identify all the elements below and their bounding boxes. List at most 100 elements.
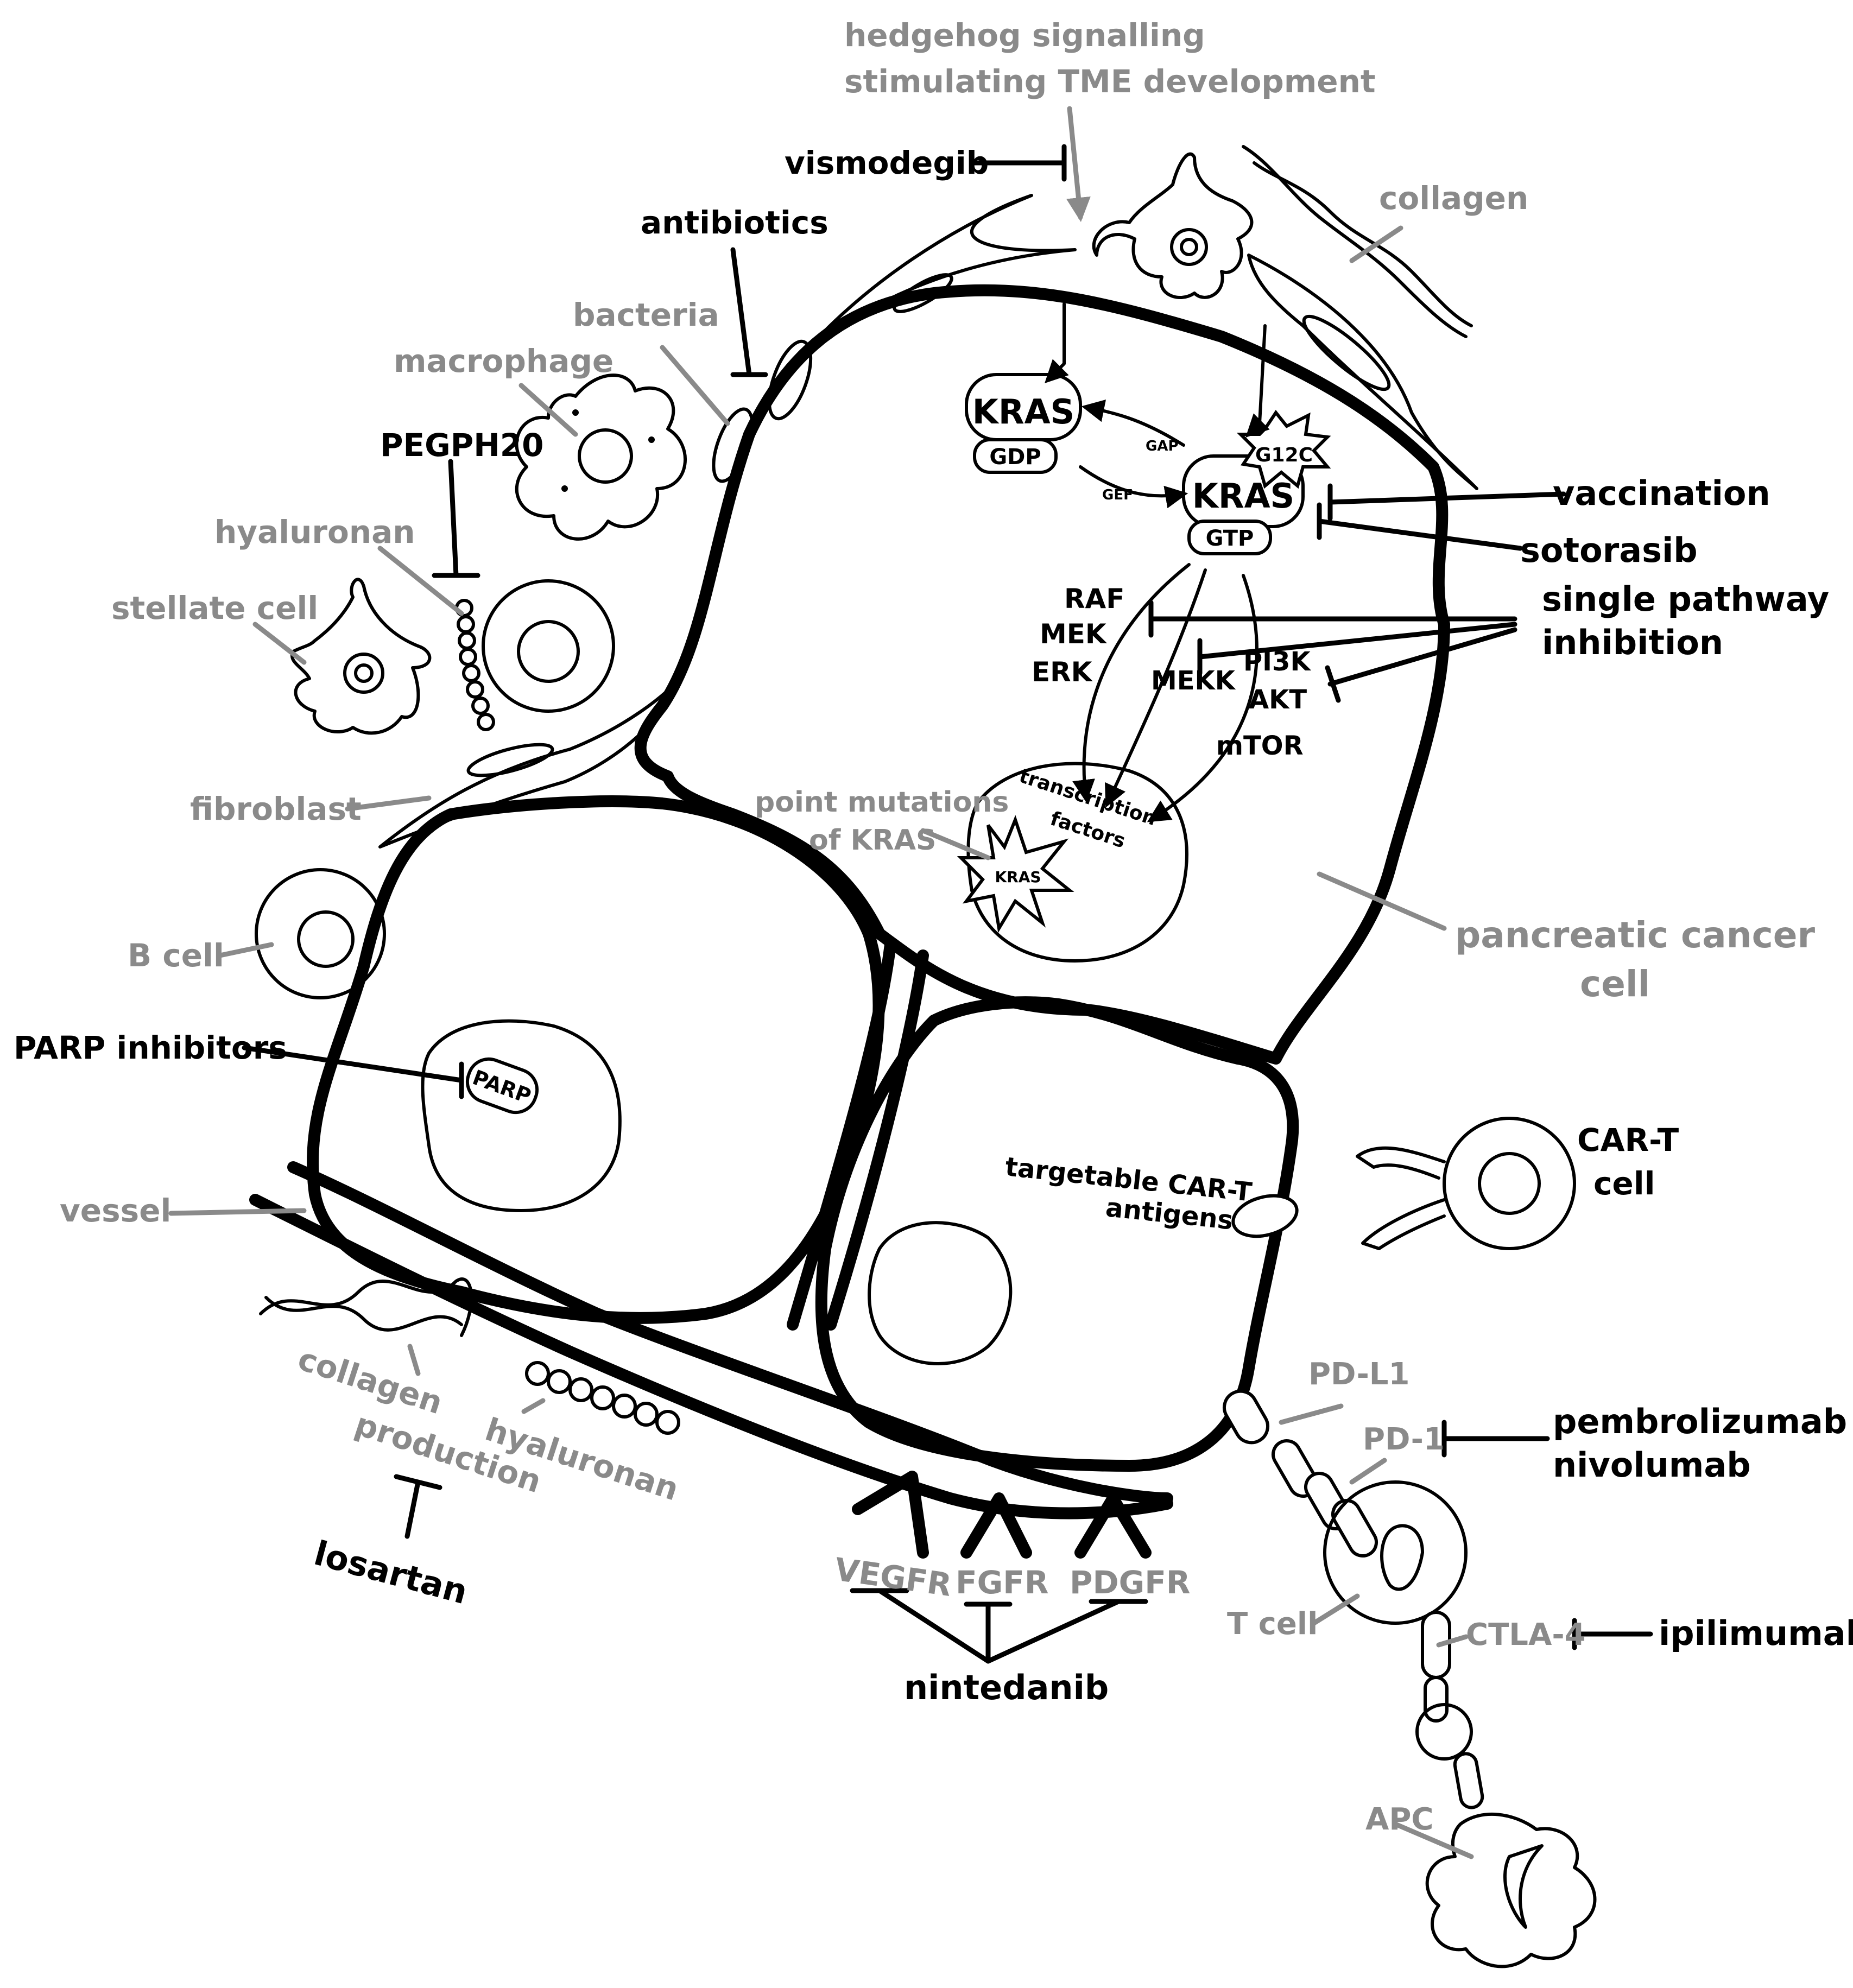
pdgfr-label: PDGFR xyxy=(1070,1564,1191,1601)
vessel-wall-inner xyxy=(287,1161,1173,1504)
apc-label: APC xyxy=(1365,1802,1433,1837)
car-t-antigen-shape xyxy=(1231,1194,1299,1238)
single-pathway-inhibition-raf xyxy=(1148,600,1517,638)
apc-shape xyxy=(1425,1812,1597,1968)
transcription-nucleus xyxy=(966,762,1188,963)
single-pathway-label-2[interactable]: inhibition xyxy=(1542,623,1723,662)
left-fibroblast-nucleus xyxy=(466,743,554,777)
pegph20-label[interactable]: PEGPH20 xyxy=(380,427,544,464)
stellate-cell-leader xyxy=(252,622,307,665)
car-t-label-2: cell xyxy=(1593,1165,1655,1202)
pi3k-pathway-arrow xyxy=(1147,574,1258,822)
g12c-label: G12C xyxy=(1255,444,1313,466)
pd-1-label: PD-1 xyxy=(1363,1422,1445,1457)
sotorasib-inhibition xyxy=(1317,502,1523,551)
vegfr-receptor-marks xyxy=(852,1471,929,1559)
right-fibroblast-nucleus xyxy=(1302,314,1391,391)
raf-pathway-arrow xyxy=(1072,563,1191,803)
bacteria-shape-2 xyxy=(712,407,754,483)
hedgehog-label-1: hedgehog signalling xyxy=(844,17,1205,54)
top-stellate-cell xyxy=(1092,152,1254,300)
b-cell-leader xyxy=(217,942,274,958)
parp-nucleus xyxy=(421,1019,622,1212)
vismodegib-label[interactable]: vismodegib xyxy=(785,144,989,181)
collagen-bottom-leader xyxy=(407,1344,421,1376)
hyaluronan-top-label: hyaluronan xyxy=(214,514,415,550)
mekk-pathway-arrow xyxy=(1105,568,1207,808)
mek-label: MEK xyxy=(1040,618,1108,650)
vaccination-inhibition xyxy=(1327,483,1566,521)
gap-arrow xyxy=(1081,399,1185,447)
parp-inhibition xyxy=(242,1045,464,1099)
kras-small-label: KRAS xyxy=(995,868,1041,886)
nivolumab-label[interactable]: nivolumab xyxy=(1553,1445,1751,1485)
hedgehog-leader xyxy=(1066,106,1091,222)
macrophage-shape xyxy=(515,373,687,541)
stellate-cell-label: stellate cell xyxy=(111,590,318,626)
pancreatic-cancer-leader xyxy=(1317,871,1447,931)
nintedanib-label[interactable]: nintedanib xyxy=(904,1668,1109,1707)
vismodegib-inhibition xyxy=(969,144,1067,182)
collagen-top-leader xyxy=(1349,225,1403,263)
vaccination-label[interactable]: vaccination xyxy=(1553,473,1770,513)
car-t-target-nucleus xyxy=(868,1221,1013,1366)
single-pathway-label-1[interactable]: single pathway xyxy=(1542,579,1829,619)
collagen-top-label: collagen xyxy=(1379,180,1528,217)
nintedanib-branches xyxy=(877,1588,1121,1664)
raf-label: RAF xyxy=(1064,583,1124,615)
antibiotics-inhibition xyxy=(730,247,768,377)
t-cell-label: T cell xyxy=(1227,1606,1318,1642)
car-t-label-1: CAR-T xyxy=(1577,1122,1679,1158)
hyaluronan-bottom-leader xyxy=(521,1398,546,1414)
kras-mutation-star: KRAS xyxy=(957,815,1074,933)
pancreatic-cancer-label-1: pancreatic cancer xyxy=(1455,914,1816,956)
single-pathway-inhibition-mekk xyxy=(1197,622,1517,676)
hyaluronan-chain-bottom xyxy=(525,1361,680,1435)
sotorasib-label[interactable]: sotorasib xyxy=(1520,530,1698,570)
gef-arrow xyxy=(1079,465,1188,509)
g12c-badge: G12C xyxy=(1236,409,1331,489)
fgfr-label: FGFR xyxy=(956,1564,1049,1601)
membrane-to-kras-arrow xyxy=(1245,324,1270,438)
apc-leader xyxy=(1393,1821,1474,1859)
gef-label: GEF xyxy=(1102,487,1133,503)
antibiotics-label[interactable]: antibiotics xyxy=(641,204,829,241)
point-mutation-leader xyxy=(920,828,991,860)
pd-l1-leader xyxy=(1279,1403,1344,1425)
bacteria-label: bacteria xyxy=(573,296,719,333)
car-t-receptor-lower xyxy=(1361,1198,1446,1250)
fibroblast-label: fibroblast xyxy=(190,790,362,827)
erk-label: ERK xyxy=(1032,656,1093,688)
top-fibroblast-nucleus xyxy=(893,273,953,313)
car-t-cell-shape xyxy=(1356,1117,1576,1250)
pd1-inhibition xyxy=(1441,1420,1550,1458)
vegfr-label: VEGFR xyxy=(832,1551,954,1604)
kras-gdp-box: KRAS GDP xyxy=(965,373,1082,474)
vessel-leader xyxy=(168,1208,307,1216)
pembrolizumab-label[interactable]: pembrolizumab xyxy=(1553,1402,1847,1441)
kras-gtp-label: KRAS xyxy=(1192,476,1294,516)
b-cell-label: B cell xyxy=(128,937,224,974)
fgfr-receptor-marks xyxy=(960,1492,1032,1559)
collagen-bottom-shape xyxy=(259,1277,473,1337)
cell-junction-1 xyxy=(787,939,896,1331)
ipilimumab-label[interactable]: ipilimumab xyxy=(1659,1613,1853,1653)
left-cancer-cell-outline xyxy=(307,795,885,1324)
vessel-wall-outer xyxy=(249,1194,1173,1520)
stellate-cell-shape xyxy=(290,578,432,735)
cell-junction-2 xyxy=(825,949,929,1331)
ctla4-inhibition xyxy=(1572,1618,1653,1650)
nintedanib-bars xyxy=(850,1588,1148,1607)
pd-1-leader xyxy=(1349,1458,1387,1485)
hedgehog-label-2: stimulating TME development xyxy=(844,63,1376,100)
losartan-label[interactable]: losartan xyxy=(310,1533,472,1612)
mtor-label: mTOR xyxy=(1216,731,1304,761)
round-immune-cell-top xyxy=(482,579,615,713)
mekk-label: MEKK xyxy=(1151,666,1236,696)
t-cell-chain xyxy=(1223,1389,1484,1809)
point-mutation-label-2: of KRAS xyxy=(809,824,936,857)
parp-inhibitors-label[interactable]: PARP inhibitors xyxy=(14,1029,287,1066)
losartan-inhibition xyxy=(394,1474,442,1539)
gap-label: GAP xyxy=(1146,438,1179,454)
bacteria-leader xyxy=(660,345,730,426)
